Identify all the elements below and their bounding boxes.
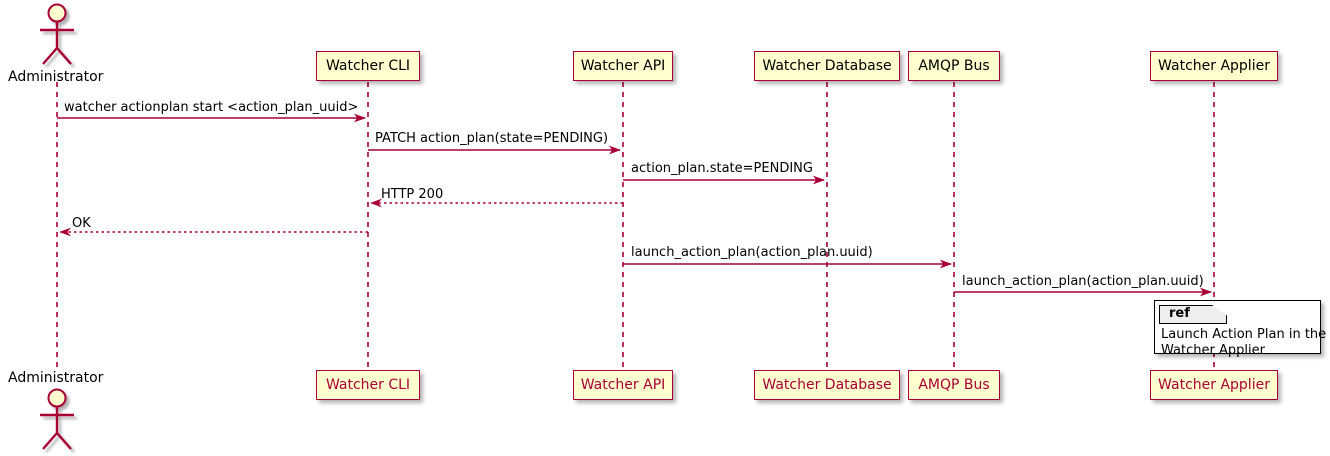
participant-box-watcher-applier-top[interactable]: Watcher Applier (1150, 51, 1278, 81)
participant-box-watcher-database-top[interactable]: Watcher Database (754, 51, 900, 81)
message-label-m3: action_plan.state=PENDING (631, 161, 813, 176)
participant-label: AMQP Bus (918, 377, 990, 393)
participant-label: Watcher Applier (1158, 58, 1270, 74)
participant-label: Watcher CLI (325, 58, 411, 74)
participant-label: Watcher Database (762, 58, 892, 74)
participant-label: AMQP Bus (918, 58, 990, 74)
message-label-m5: OK (72, 216, 91, 231)
ref-note-body: Launch Action Plan in the Watcher Applie… (1161, 327, 1326, 359)
participant-label: Watcher Database (762, 377, 892, 393)
message-label-m1: watcher actionplan start <action_plan_uu… (64, 100, 359, 115)
participant-box-watcher-cli-bottom[interactable]: Watcher CLI (316, 370, 420, 400)
message-label-m2: PATCH action_plan(state=PENDING) (375, 131, 609, 146)
participant-box-amqp-bus-bottom[interactable]: AMQP Bus (908, 370, 1000, 400)
message-label-m7: launch_action_plan(action_plan.uuid) (962, 274, 1204, 289)
participant-box-watcher-api-top[interactable]: Watcher API (573, 51, 673, 81)
message-arrows (57, 113, 1212, 297)
actor-administrator-top (40, 3, 74, 65)
lifelines (56, 82, 1215, 372)
message-label-m6: launch_action_plan(action_plan.uuid) (631, 245, 873, 260)
message-label-m4: HTTP 200 (381, 187, 444, 202)
ref-note-line: Launch Action Plan in the (1161, 327, 1327, 342)
participant-box-watcher-applier-bottom[interactable]: Watcher Applier (1150, 370, 1278, 400)
ref-note-line: Watcher Applier (1161, 343, 1265, 358)
participant-box-watcher-api-bottom[interactable]: Watcher API (573, 370, 673, 400)
actor-label-administrator-bottom: Administrator (8, 370, 104, 386)
actor-administrator-bottom (40, 388, 74, 450)
participant-label: Watcher CLI (325, 377, 411, 393)
participant-label: Watcher API (580, 377, 666, 393)
actor-label-administrator-top: Administrator (8, 69, 104, 85)
participant-label: Watcher API (580, 58, 666, 74)
ref-tab-label: ref (1169, 306, 1190, 321)
participant-label: Watcher Applier (1158, 377, 1270, 393)
ref-note-launch-action-plan[interactable]: ref Launch Action Plan in the Watcher Ap… (1154, 300, 1326, 358)
participant-box-watcher-database-bottom[interactable]: Watcher Database (754, 370, 900, 400)
participant-box-watcher-cli-top[interactable]: Watcher CLI (316, 51, 420, 81)
participant-box-amqp-bus-top[interactable]: AMQP Bus (908, 51, 1000, 81)
